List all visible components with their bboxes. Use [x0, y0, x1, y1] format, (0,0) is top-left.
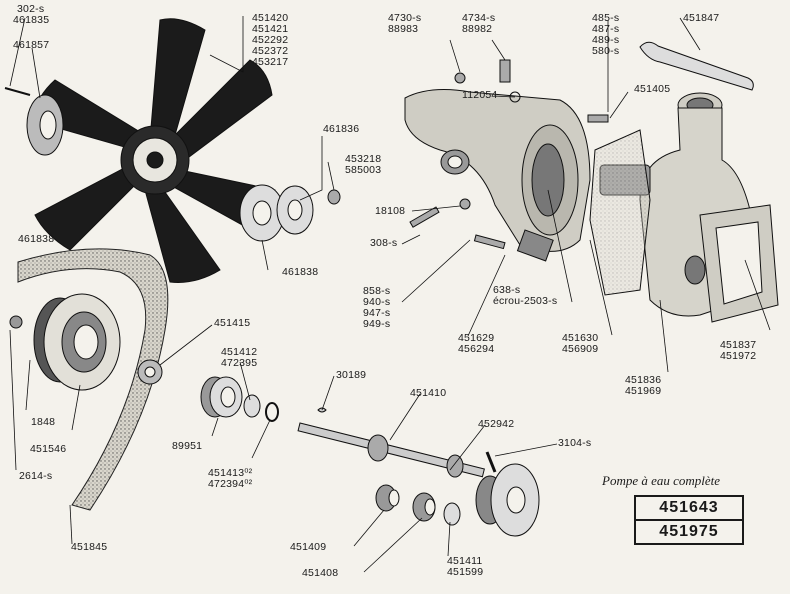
label-30189: 30189 — [336, 369, 367, 381]
label-89951: 89951 — [172, 440, 203, 452]
label-461857: 461857 — [13, 39, 50, 51]
fan-spacer-plate — [4, 87, 64, 156]
label-461835: 461835 — [13, 14, 50, 26]
diagram-title: Pompe à eau complète — [602, 473, 721, 488]
label-2614s: 2614-s — [19, 470, 53, 482]
label-451408: 451408 — [302, 567, 339, 579]
label-18108: 18108 — [375, 205, 406, 217]
pulley-nut — [137, 359, 163, 385]
label-3104s: 3104-s — [558, 437, 592, 449]
fan-blade-assembly — [29, 18, 276, 283]
label-302s: 302-s — [17, 3, 45, 15]
label-451845: 451845 — [71, 541, 108, 553]
label-451847: 451847 — [683, 12, 720, 24]
label-461838-left: 461838 — [18, 233, 55, 245]
label-451546: 451546 — [30, 443, 67, 455]
gaskets — [589, 129, 779, 323]
impeller — [475, 451, 540, 537]
pump-shaft — [297, 422, 485, 478]
label-451409: 451409 — [290, 541, 327, 553]
label-451405: 451405 — [634, 83, 671, 95]
label-308s: 308-s — [370, 237, 398, 249]
assembly-number-box: 451643 451975 — [634, 495, 744, 545]
label-451415: 451415 — [214, 317, 251, 329]
label-461836: 461836 — [323, 123, 360, 135]
assembly-number-1: 451643 — [659, 499, 719, 516]
assembly-number-2: 451975 — [636, 519, 742, 543]
leader-lines — [9, 16, 771, 573]
pump-body — [404, 89, 591, 262]
fan-pulley — [9, 293, 121, 391]
label-461838-right: 461838 — [282, 266, 319, 278]
bearing-parts — [200, 376, 279, 422]
label-452942: 452942 — [478, 418, 515, 430]
label-112054: 112054 — [462, 89, 498, 101]
fan-belt — [17, 248, 169, 511]
label-451410: 451410 — [410, 387, 447, 399]
wrench-tool — [639, 41, 754, 91]
hub-plate — [239, 184, 341, 242]
seal-bushings — [375, 484, 461, 526]
label-1848: 1848 — [31, 416, 56, 428]
